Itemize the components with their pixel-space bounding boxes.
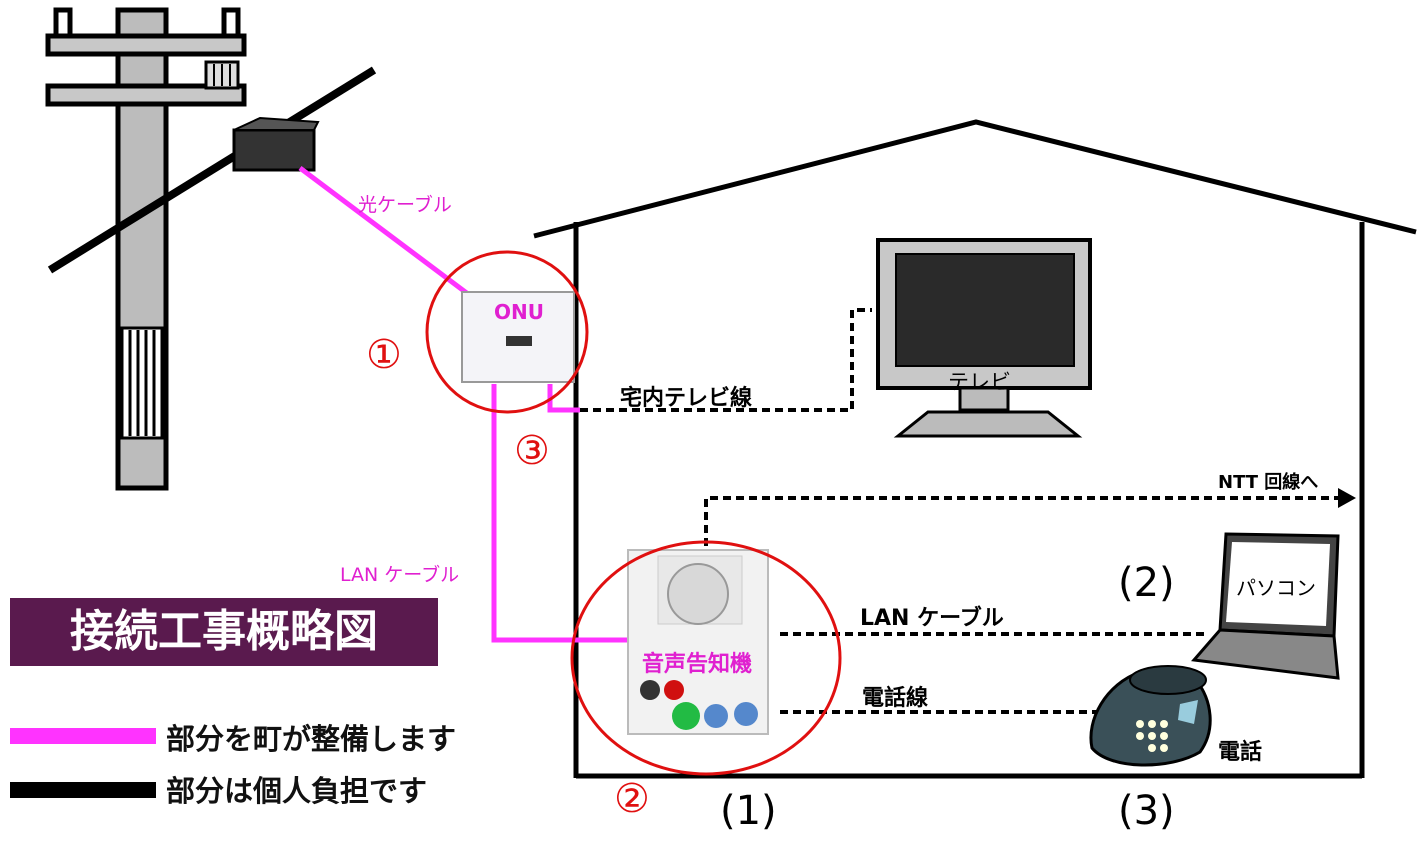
marker-1: ① xyxy=(366,332,402,378)
announcer-highlight-circle xyxy=(570,540,842,776)
tv-device xyxy=(876,238,1092,438)
lan-cable-outdoor-line xyxy=(491,384,640,643)
phone-line-label: 電話線 xyxy=(862,686,929,711)
ntt-arrow-icon xyxy=(1338,488,1356,508)
legend-private-text: 部分は個人負担です xyxy=(166,774,428,808)
utility-pole xyxy=(45,7,377,491)
marker-2: ② xyxy=(614,776,650,822)
lan-cable-outdoor-label: LAN ケーブル xyxy=(340,564,460,586)
tv-label: テレビ xyxy=(948,370,1011,394)
fiber-cable-line xyxy=(298,166,470,296)
announcer-device xyxy=(627,549,769,735)
ntt-line-label: NTT 回線へ xyxy=(1218,472,1319,493)
announcer-label: 音声告知機 xyxy=(642,652,753,677)
legend-town-swatch xyxy=(10,728,156,744)
home-tv-line-label: 宅内テレビ線 xyxy=(620,386,753,411)
home-tv-line xyxy=(580,308,872,412)
laptop-device xyxy=(1191,532,1340,680)
diagram-title: 接続工事概略図 xyxy=(10,598,438,666)
phone-device xyxy=(1089,665,1212,767)
onu-label: ONU xyxy=(494,300,544,324)
number-1: (1) xyxy=(720,788,777,834)
fiber-cable-label: 光ケーブル xyxy=(358,194,452,216)
lan-cable-indoor-label: LAN ケーブル xyxy=(860,606,1004,631)
phone-label: 電話 xyxy=(1218,740,1263,765)
number-2: (2) xyxy=(1118,560,1175,606)
onu-highlight-circle xyxy=(425,250,589,414)
legend-town-text: 部分を町が整備します xyxy=(166,722,457,756)
ntt-line xyxy=(704,496,1344,546)
number-3: (3) xyxy=(1118,788,1175,834)
onu-device xyxy=(461,291,575,383)
pc-label: パソコン xyxy=(1236,576,1316,600)
marker-3: ③ xyxy=(514,428,550,474)
legend-private-swatch xyxy=(10,782,156,798)
onu-tv-stub-line xyxy=(547,384,580,413)
